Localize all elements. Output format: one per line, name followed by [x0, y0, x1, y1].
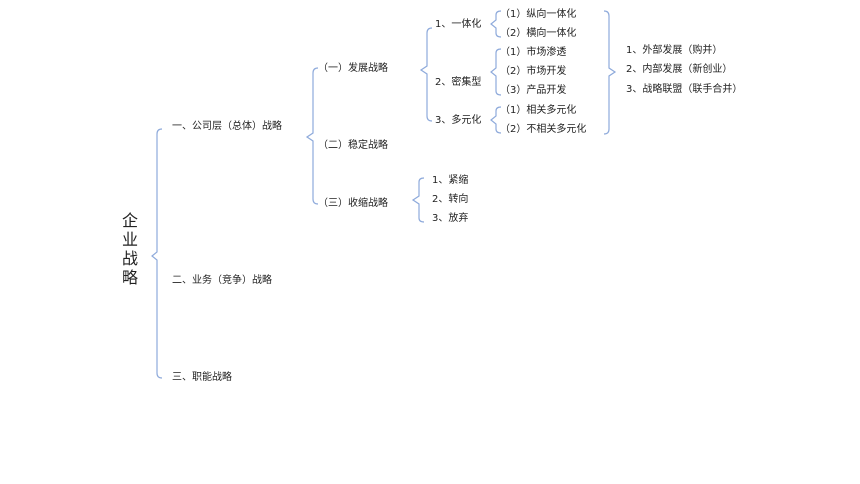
- brace-corporate: [305, 67, 319, 205]
- brace-intensive: [490, 48, 502, 96]
- node-integration: 1、一体化: [435, 19, 482, 30]
- leaf-external-development: 1、外部发展（购并）: [626, 45, 723, 56]
- node-diversification: 3、多元化: [435, 115, 482, 126]
- leaf-internal-development: 2、内部发展（新创业）: [626, 64, 733, 75]
- node-retrenchment-strategy: （三）收缩战略: [318, 198, 388, 209]
- leaf-strategic-alliance: 3、战略联盟（联手合并）: [626, 84, 743, 95]
- root-char: 业: [121, 230, 138, 249]
- leaf-vertical-integration: （1）纵向一体化: [500, 9, 577, 20]
- leaf-market-development: （2）市场开发: [500, 66, 567, 77]
- node-development-strategy: （一）发展战略: [318, 63, 388, 74]
- root-node: 企 业 战 略: [118, 211, 142, 287]
- brace-integration: [490, 10, 502, 38]
- leaf-product-development: （3）产品开发: [500, 85, 567, 96]
- leaf-turnaround: 2、转向: [432, 194, 469, 205]
- brace-development-paths: [603, 10, 617, 135]
- root-char: 企: [121, 211, 138, 230]
- root-char: 略: [121, 268, 138, 287]
- node-stability-strategy: （二）稳定战略: [318, 140, 388, 151]
- leaf-horizontal-integration: （2）横向一体化: [500, 28, 577, 39]
- node-corporate-strategy: 一、公司层（总体）战略: [172, 121, 282, 132]
- leaf-divestment: 3、放弃: [432, 213, 469, 224]
- brace-development: [419, 27, 433, 122]
- leaf-tightening: 1、紧缩: [432, 175, 469, 186]
- node-intensive: 2、密集型: [435, 77, 482, 88]
- node-business-strategy: 二、业务（竞争）战略: [172, 275, 272, 286]
- leaf-market-penetration: （1）市场渗透: [500, 47, 567, 58]
- brace-root: [151, 128, 163, 379]
- brace-retrenchment: [411, 177, 425, 223]
- brace-diversification: [490, 106, 502, 134]
- node-functional-strategy: 三、职能战略: [172, 372, 232, 383]
- leaf-related-diversification: （1）相关多元化: [500, 105, 577, 116]
- root-char: 战: [121, 249, 138, 268]
- leaf-unrelated-diversification: （2）不相关多元化: [500, 124, 587, 135]
